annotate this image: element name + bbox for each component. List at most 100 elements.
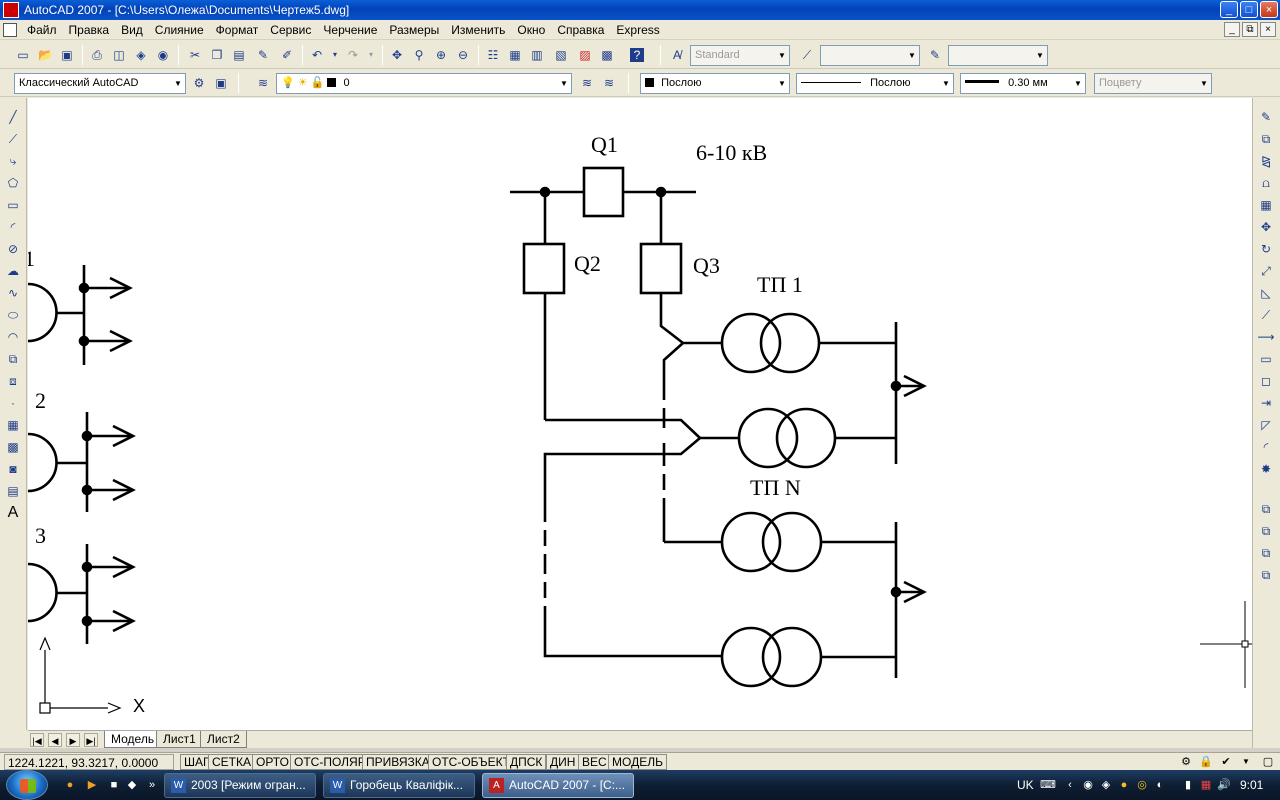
rectangle-icon[interactable]: ▭	[7, 198, 19, 212]
layer-previous-icon[interactable]: ≋	[603, 76, 615, 90]
match-properties-icon[interactable]: ✎	[257, 48, 269, 62]
markup-icon[interactable]: ▨	[579, 48, 591, 62]
plot-preview-icon[interactable]: ◫	[113, 48, 125, 62]
polar-toggle[interactable]: ОТС-ПОЛЯР	[290, 754, 370, 770]
zoom-realtime-icon[interactable]: ⚲	[414, 48, 424, 62]
close-button[interactable]: ×	[1260, 1, 1278, 18]
document-icon[interactable]	[3, 22, 17, 37]
color-select[interactable]: Послою ▼	[640, 73, 790, 94]
autocad-app-icon[interactable]	[3, 2, 19, 18]
gradient-icon[interactable]: ▩	[7, 440, 19, 454]
tray-app2-icon[interactable]: ◈	[1101, 779, 1111, 791]
bring-above-icon[interactable]: ⧉	[1261, 546, 1271, 560]
keyboard-icon[interactable]: ⌨	[1040, 779, 1056, 791]
tray-app-icon[interactable]: ◉	[1083, 779, 1093, 791]
undo-icon[interactable]: ↶	[311, 48, 323, 62]
make-current-layer-icon[interactable]: ≋	[581, 76, 593, 90]
spline-icon[interactable]: ∿	[7, 286, 19, 300]
fillet-icon[interactable]: ◜	[1263, 440, 1269, 454]
doc-close-button[interactable]: ×	[1260, 22, 1276, 37]
maximize-button[interactable]: □	[1240, 1, 1258, 18]
break-icon[interactable]: ◻	[1261, 374, 1271, 388]
volume-icon[interactable]: 🔊	[1217, 779, 1231, 791]
tray-app3-icon[interactable]: ●	[1120, 779, 1128, 791]
table-style-icon[interactable]: ✎	[929, 48, 941, 62]
minimize-button[interactable]: _	[1220, 1, 1238, 18]
line-icon[interactable]: ╱	[9, 110, 17, 124]
drawing-area[interactable]: Q1 6-10 кВ Q2 Q3 ТП 1 ТП N 1 2 3 X	[28, 98, 1252, 730]
join-icon[interactable]: ⇥	[1260, 396, 1272, 410]
save-icon[interactable]: ▣	[61, 48, 73, 62]
text-style-icon[interactable]: A̸	[672, 48, 681, 62]
redo-dropdown-icon[interactable]: ▾	[368, 50, 373, 59]
menu-tools[interactable]: Сервис	[270, 22, 312, 37]
properties-icon[interactable]: ☷	[487, 48, 499, 62]
quicklaunch-firefox-icon[interactable]: ●	[66, 779, 74, 791]
status-settings-icon[interactable]: ✔	[1221, 756, 1231, 768]
region-icon[interactable]: ◙	[9, 462, 17, 476]
designcenter-icon[interactable]: ▦	[509, 48, 521, 62]
next-tab-button[interactable]: ▶	[66, 733, 80, 747]
command-line-splitter[interactable]	[0, 748, 1280, 752]
ellipse-arc-icon[interactable]: ◠	[7, 330, 19, 344]
extend-icon[interactable]: ⟶	[1257, 330, 1275, 344]
quicklaunch-chevron-icon[interactable]: »	[148, 779, 156, 791]
prev-tab-button[interactable]: ◀	[48, 733, 62, 747]
menu-view[interactable]: Вид	[121, 22, 143, 37]
array-icon[interactable]: ▦	[1260, 198, 1272, 212]
copy-object-icon[interactable]: ⧉	[1261, 132, 1271, 146]
doc-restore-button[interactable]: ⧉	[1242, 22, 1258, 37]
dim-style-icon[interactable]: ⟋	[802, 48, 812, 62]
menu-format[interactable]: Формат	[215, 22, 259, 37]
network-icon[interactable]: ▦	[1200, 779, 1212, 791]
quicklaunch-media-icon[interactable]: ▶	[87, 779, 97, 791]
etransmit-icon[interactable]: ◉	[157, 48, 169, 62]
construction-line-icon[interactable]: ⟋	[8, 132, 18, 146]
bring-to-front-icon[interactable]: ⧉	[1261, 502, 1271, 516]
redo-icon[interactable]: ↷	[347, 48, 359, 62]
plot-icon[interactable]: ⎙	[92, 48, 102, 62]
start-button[interactable]	[6, 770, 48, 800]
linetype-select[interactable]: Послою ▼	[796, 73, 954, 94]
communication-center-icon[interactable]: ⚙	[1181, 756, 1191, 768]
zoom-previous-icon[interactable]: ⊖	[457, 48, 469, 62]
plotstyle-select[interactable]: Поцвету ▼	[1094, 73, 1212, 94]
battery-icon[interactable]: ▮	[1184, 779, 1192, 791]
tray-app5-icon[interactable]: ◐	[1156, 779, 1164, 791]
scale-icon[interactable]: ⤢	[1261, 264, 1271, 278]
tray-app4-icon[interactable]: ◎	[1137, 779, 1147, 791]
table-style-select[interactable]: ▼	[948, 45, 1048, 66]
ellipse-icon[interactable]: ⬭	[7, 308, 19, 322]
move-icon[interactable]: ✥	[1260, 220, 1272, 234]
explode-icon[interactable]: ✸	[1260, 462, 1272, 476]
circle-icon[interactable]: ⊘	[7, 242, 19, 256]
tray-expand-icon[interactable]: ‹	[1068, 779, 1072, 791]
last-tab-button[interactable]: ▶|	[84, 733, 98, 747]
hatch-icon[interactable]: ▦	[7, 418, 19, 432]
grid-toggle[interactable]: СЕТКА	[208, 754, 255, 770]
model-toggle[interactable]: МОДЕЛЬ	[608, 754, 667, 770]
workspace-save-icon[interactable]: ▣	[215, 76, 227, 90]
menu-edit[interactable]: Правка	[68, 22, 110, 37]
clock[interactable]: 9:01	[1240, 778, 1264, 792]
erase-icon[interactable]: ✎	[1260, 110, 1272, 124]
otrack-toggle[interactable]: ОТС-ОБЪЕКТ	[428, 754, 514, 770]
doc-minimize-button[interactable]: _	[1224, 22, 1240, 37]
first-tab-button[interactable]: |◀	[30, 733, 44, 747]
publish-icon[interactable]: ◈	[136, 48, 146, 62]
block-editor-icon[interactable]: ✐	[281, 48, 293, 62]
ortho-toggle[interactable]: ОРТО	[252, 754, 293, 770]
trim-icon[interactable]: ⟋	[1261, 308, 1271, 322]
table-icon[interactable]: ▤	[7, 484, 19, 498]
status-menu-arrow-icon[interactable]: ▼	[1242, 757, 1250, 766]
paste-icon[interactable]: ▤	[233, 48, 245, 62]
menu-merge[interactable]: Слияние	[154, 22, 204, 37]
menu-file[interactable]: Файл	[27, 22, 57, 37]
calculator-icon[interactable]: ▩	[601, 48, 613, 62]
cut-icon[interactable]: ✂	[189, 48, 201, 62]
point-icon[interactable]: ·	[11, 396, 15, 410]
stretch-icon[interactable]: ◺	[1261, 286, 1271, 300]
rotate-icon[interactable]: ↻	[1260, 242, 1272, 256]
text-style-select[interactable]: Standard ▼	[690, 45, 790, 66]
open-file-icon[interactable]: 📂	[38, 48, 53, 62]
